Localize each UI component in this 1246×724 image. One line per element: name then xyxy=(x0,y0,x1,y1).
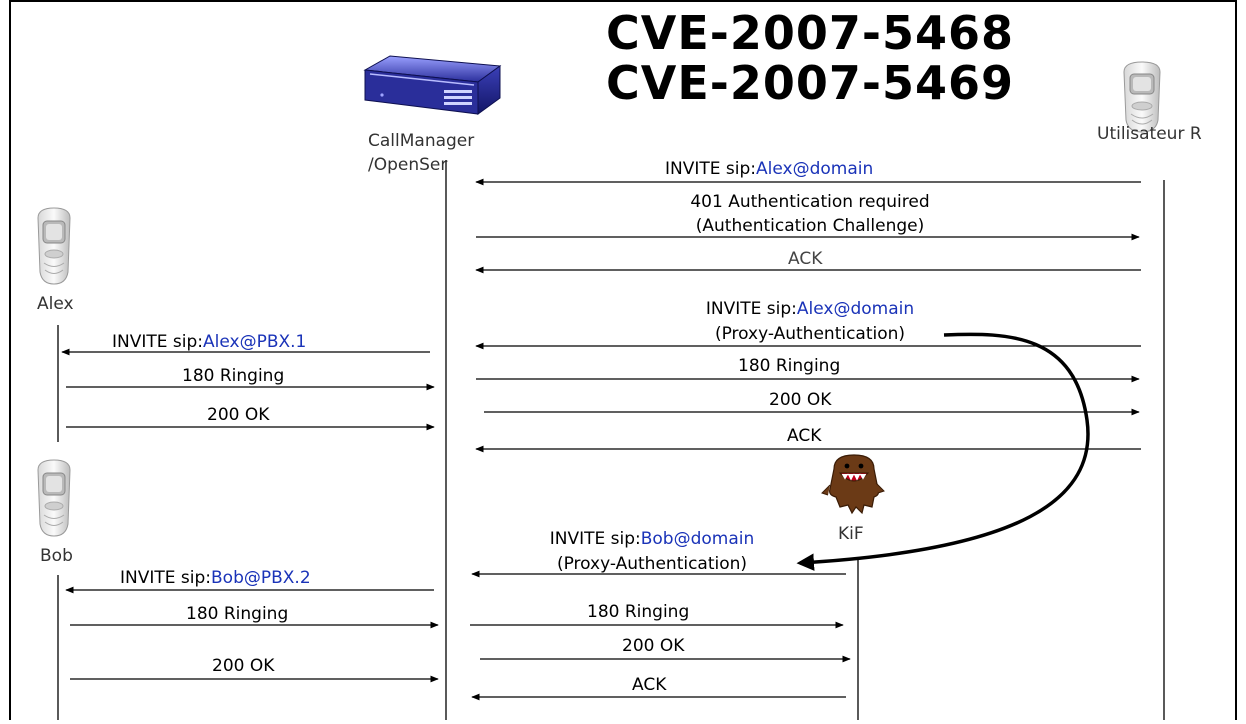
msg-invite1: INVITE sip:Alex@domain xyxy=(665,159,873,179)
actor-kif-label: KiF xyxy=(838,524,864,544)
msg-ringing-kif: 180 Ringing xyxy=(587,602,690,622)
msg-auth-required-line2: (Authentication Challenge) xyxy=(695,216,925,236)
msg-ok-bob: 200 OK xyxy=(212,656,275,676)
msg-auth-required: 401 Authentication required (Authenticat… xyxy=(610,190,1010,238)
msg-invite-pbx1-prefix: INVITE sip: xyxy=(112,332,204,352)
message-arrows xyxy=(61,178,1141,701)
msg-invite-pbx2: INVITE sip:Bob@PBX.2 xyxy=(120,568,311,588)
actor-bob-label: Bob xyxy=(40,546,73,566)
msg-ringing-r: 180 Ringing xyxy=(738,356,841,376)
msg-ack-kif: ACK xyxy=(632,675,667,695)
msg-invite2: INVITE sip:Alex@domain (Proxy-Authentica… xyxy=(620,297,1000,347)
msg-ok-alex: 200 OK xyxy=(207,405,270,425)
msg-ack1: ACK xyxy=(788,249,823,269)
msg-auth-required-line1: 401 Authentication required xyxy=(690,192,930,212)
msg-invite2-prefix: INVITE sip: xyxy=(705,299,797,319)
msg-invite2-uri: Alex@domain xyxy=(796,299,915,319)
msg-ringing-alex: 180 Ringing xyxy=(182,366,285,386)
msg-ack2: ACK xyxy=(787,426,822,446)
phone-icon xyxy=(1123,61,1161,133)
msg-invite-pbx2-uri: Bob@PBX.2 xyxy=(211,568,311,588)
msg-invite-bob-line1: INVITE sip:Bob@domain xyxy=(497,527,807,552)
phone-icon xyxy=(37,459,71,537)
actor-callmanager-label: CallManager /OpenSer xyxy=(368,129,474,177)
msg-invite2-line1: INVITE sip:Alex@domain xyxy=(620,297,1000,322)
replay-curve-arrow xyxy=(796,332,1090,571)
lifelines xyxy=(57,160,1165,720)
msg-ok-kif: 200 OK xyxy=(622,636,685,656)
phone-icon xyxy=(37,207,71,285)
actor-callmanager-line2: /OpenSer xyxy=(368,155,448,175)
msg-invite-bob-uri: Bob@domain xyxy=(640,529,755,549)
page-title-line-1: CVE-2007-5468 xyxy=(606,6,1015,60)
msg-invite1-prefix: INVITE sip: xyxy=(665,159,757,179)
msg-invite-pbx1-uri: Alex@PBX.1 xyxy=(203,332,307,352)
msg-invite-pbx1: INVITE sip:Alex@PBX.1 xyxy=(112,332,306,352)
msg-invite-bob: INVITE sip:Bob@domain (Proxy-Authenticat… xyxy=(497,527,807,577)
msg-invite-pbx2-prefix: INVITE sip: xyxy=(120,568,212,588)
msg-invite-bob-prefix: INVITE sip: xyxy=(549,529,641,549)
server-icon xyxy=(363,55,502,115)
page-title-line-2: CVE-2007-5469 xyxy=(606,56,1015,110)
actor-user-r-label: Utilisateur R xyxy=(1097,124,1202,144)
msg-ok-r: 200 OK xyxy=(769,390,832,410)
msg-invite-bob-line2: (Proxy-Authentication) xyxy=(556,554,748,574)
diagram-frame xyxy=(9,0,1237,720)
msg-invite1-uri: Alex@domain xyxy=(756,159,874,179)
actor-alex-label: Alex xyxy=(37,294,74,314)
actor-callmanager-line1: CallManager xyxy=(368,131,475,151)
msg-ringing-bob: 180 Ringing xyxy=(186,604,289,624)
monster-icon xyxy=(821,454,885,515)
msg-invite2-line2: (Proxy-Authentication) xyxy=(714,324,906,344)
